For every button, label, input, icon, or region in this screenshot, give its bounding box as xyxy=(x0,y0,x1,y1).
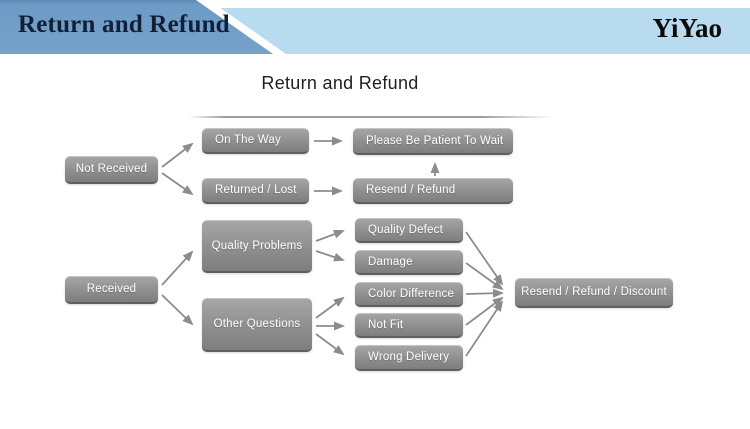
node-not-received: Not Received xyxy=(65,156,158,184)
diagram-title: Return and Refund xyxy=(261,73,419,93)
node-other-questions: Other Questions xyxy=(202,298,312,352)
arrow-wrongdelivery-result xyxy=(465,300,504,357)
node-not-fit: Not Fit xyxy=(355,313,463,338)
arrow-received-qualityproblems xyxy=(161,250,194,286)
brand-logo-text: YiYao xyxy=(652,13,722,43)
node-quality-defect: Quality Defect xyxy=(355,218,463,243)
arrow-damage-result xyxy=(465,262,504,291)
arrow-qualityproblems-qualitydefect xyxy=(315,229,345,242)
title-divider xyxy=(188,116,554,118)
node-quality-problems: Quality Problems xyxy=(202,220,312,273)
arrow-qualitydefect-result xyxy=(465,231,504,286)
node-wrong-delivery: Wrong Delivery xyxy=(355,345,463,371)
banner-title: Return and Refund xyxy=(18,11,230,38)
node-returned-lost: Returned / Lost xyxy=(202,178,309,204)
arrow-qualityproblems-damage xyxy=(315,250,345,262)
node-received: Received xyxy=(65,276,158,304)
arrow-received-otherquestions xyxy=(161,294,194,326)
arrow-otherquestions-wrongdelivery xyxy=(315,333,345,356)
header-banner: Return and Refund YiYao xyxy=(0,0,750,54)
arrow-colordifference-result xyxy=(465,288,504,298)
node-resend-refund-discount: Resend / Refund / Discount xyxy=(515,278,673,308)
arrow-notfit-result xyxy=(465,296,504,326)
node-color-difference: Color Difference xyxy=(355,282,463,307)
node-please-be-patient: Please Be Patient To Wait xyxy=(353,128,513,155)
arrow-notreceived-ontheway xyxy=(161,142,194,168)
arrow-otherquestions-colordifference xyxy=(315,296,345,319)
arrow-notreceived-returnedlost xyxy=(161,172,194,196)
node-damage: Damage xyxy=(355,250,463,275)
node-on-the-way: On The Way xyxy=(202,128,309,154)
node-resend-refund: Resend / Refund xyxy=(353,178,513,204)
